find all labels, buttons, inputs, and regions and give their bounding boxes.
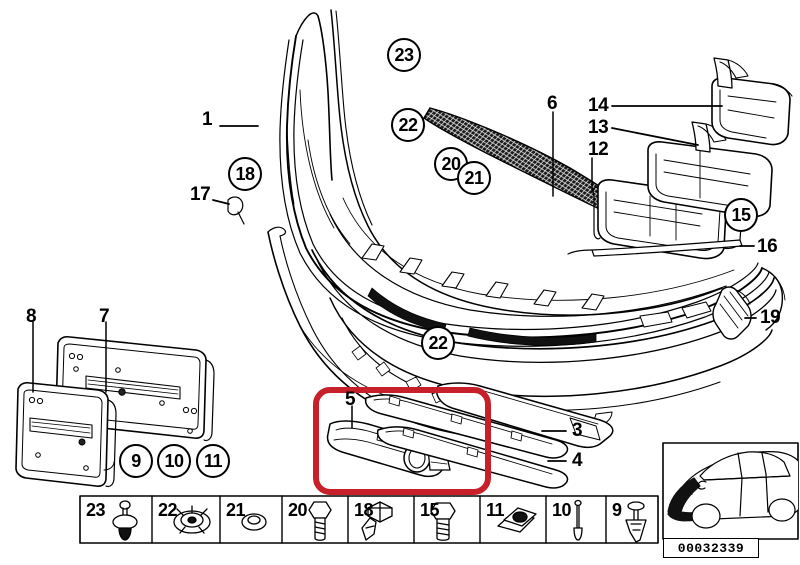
callout-13: 13 [588, 117, 609, 138]
callout-circle-22b: 22 [421, 326, 455, 360]
callout-5: 5 [345, 389, 356, 410]
legend-number-18: 18 [354, 500, 374, 520]
legend-number-20: 20 [288, 500, 308, 520]
highlight-box [313, 387, 491, 495]
callout-17: 17 [190, 184, 211, 205]
diagram-id-label: 00032339 [663, 538, 759, 558]
legend-number-23: 23 [86, 500, 106, 520]
callout-1: 1 [202, 109, 213, 130]
callout-14: 14 [588, 95, 609, 116]
legend-number-9: 9 [612, 500, 622, 520]
callout-circle-20: 20 [434, 147, 468, 181]
legend-number-11: 11 [486, 500, 505, 520]
callout-12: 12 [588, 139, 609, 160]
callout-circle-18: 18 [228, 157, 262, 191]
legend-number-15: 15 [420, 500, 440, 520]
callout-8: 8 [26, 306, 37, 327]
callout-19: 19 [760, 307, 781, 328]
callout-circle-22: 22 [391, 108, 425, 142]
callout-circle-9: 9 [119, 444, 153, 478]
callout-circle-10: 10 [157, 444, 191, 478]
legend-number-21: 21 [226, 500, 246, 520]
callout-circle-11: 11 [196, 444, 230, 478]
callout-6: 6 [547, 93, 558, 114]
callout-4: 4 [572, 450, 583, 471]
legend-number-10: 10 [552, 500, 572, 520]
callout-circle-15: 15 [724, 198, 758, 232]
callout-16: 16 [757, 236, 778, 257]
callout-circle-23: 23 [387, 38, 421, 72]
legend-number-22: 22 [158, 500, 178, 520]
callout-circle-21: 21 [457, 161, 491, 195]
callout-3: 3 [572, 420, 583, 441]
callout-7: 7 [99, 306, 110, 327]
